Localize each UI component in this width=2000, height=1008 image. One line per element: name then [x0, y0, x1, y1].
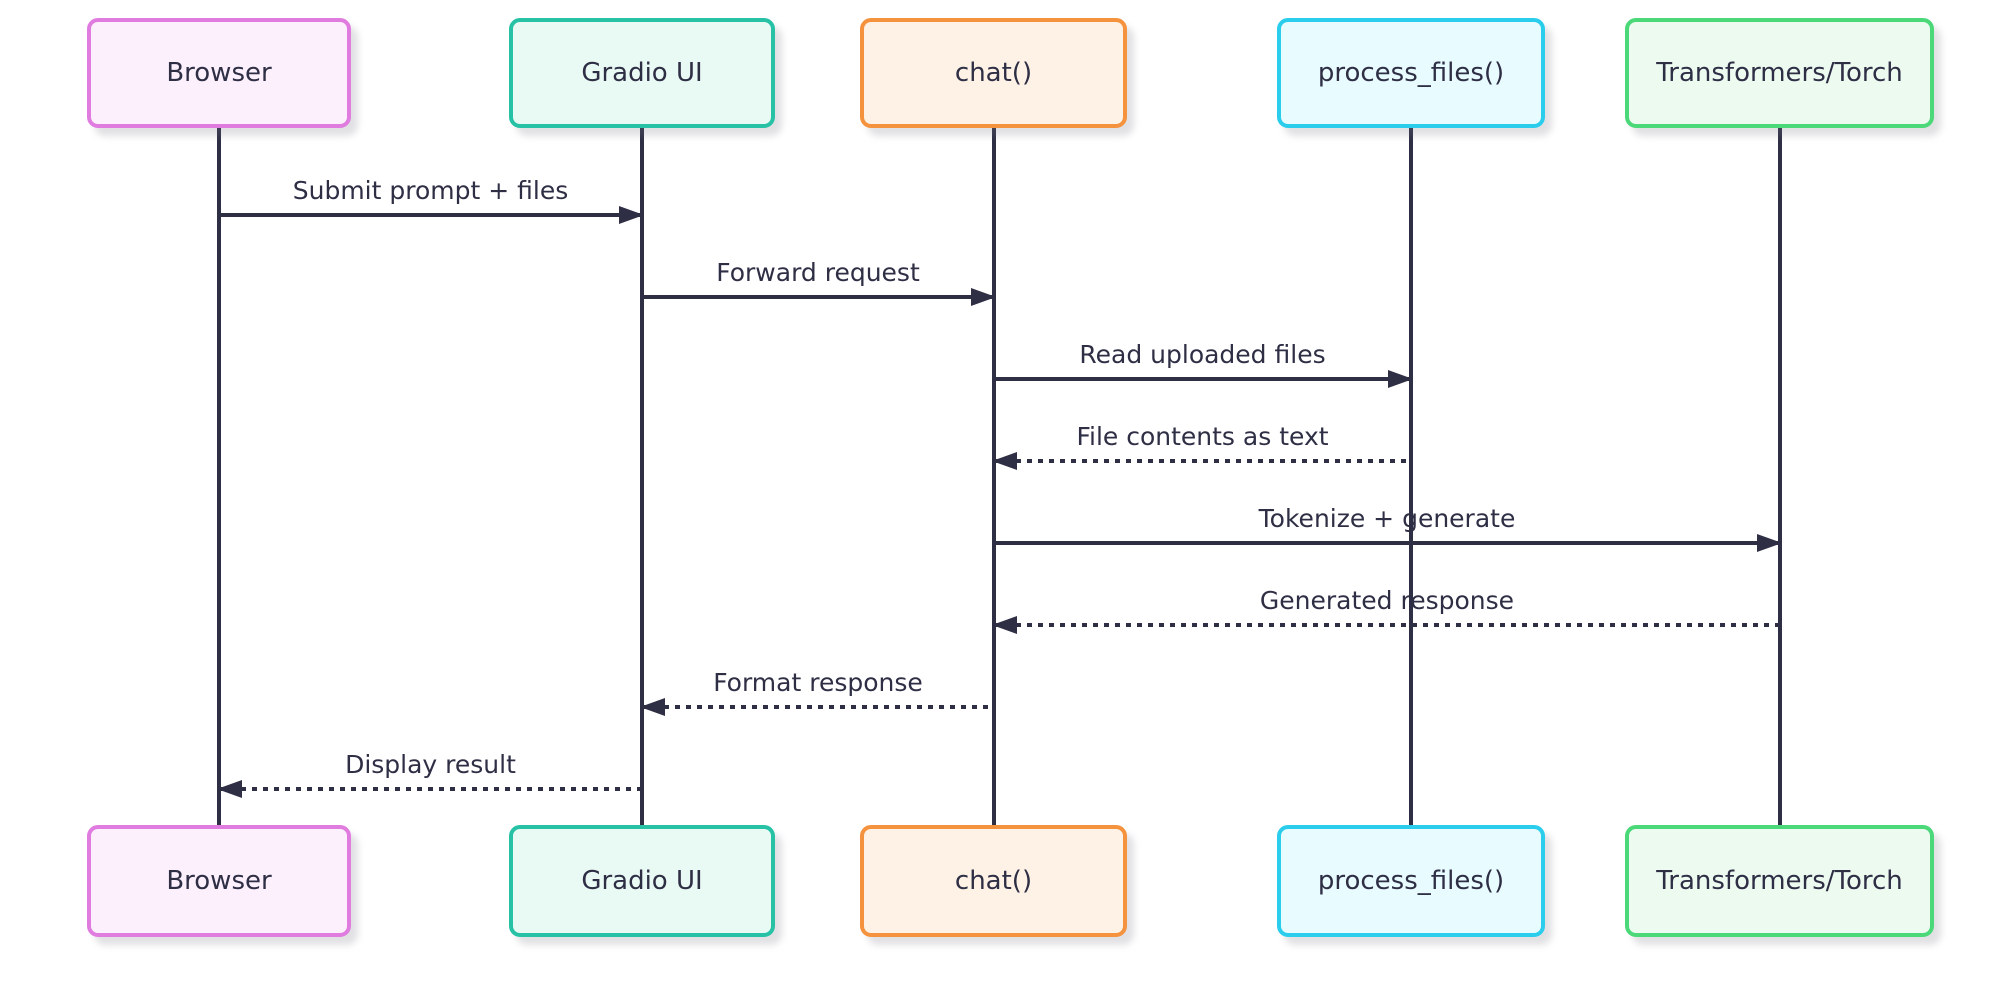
message-line — [642, 705, 994, 709]
message-tokenize-generate: Tokenize + generate — [994, 485, 1782, 552]
message-format-response: Format response — [640, 649, 994, 716]
arrowhead-icon — [1757, 534, 1782, 552]
message-display-result: Display result — [217, 731, 642, 798]
actor-label: Browser — [166, 58, 272, 88]
message-file-contents-as-text: File contents as text — [992, 403, 1411, 470]
arrowhead-icon — [992, 616, 1017, 634]
actor-label: chat() — [954, 866, 1033, 896]
lifeline-chat — [992, 126, 996, 828]
actor-transformers-torch-bottom: Transformers/Torch — [1625, 825, 1934, 937]
message-label: Generated response — [1259, 586, 1515, 615]
message-label: Read uploaded files — [1079, 340, 1326, 369]
actor-label: process_files() — [1317, 866, 1505, 896]
message-line — [994, 623, 1780, 627]
message-forward-request: Forward request — [642, 239, 996, 306]
arrowhead-icon — [640, 698, 665, 716]
message-line — [642, 295, 994, 299]
arrowhead-icon — [619, 206, 644, 224]
message-submit-prompt-files: Submit prompt + files — [219, 157, 644, 224]
lifeline-process-files — [1409, 126, 1413, 828]
message-line — [219, 213, 642, 217]
arrowhead-icon — [992, 452, 1017, 470]
message-label: Format response — [713, 668, 923, 697]
actor-label: Gradio UI — [581, 58, 703, 88]
lifeline-transformers-torch — [1778, 126, 1782, 828]
lifeline-gradio-ui — [640, 126, 644, 828]
message-label: Display result — [345, 750, 516, 779]
actor-chat-top: chat() — [860, 18, 1127, 128]
actor-transformers-torch-top: Transformers/Torch — [1625, 18, 1934, 128]
actor-process-files-bottom: process_files() — [1277, 825, 1545, 937]
message-line — [994, 459, 1411, 463]
actor-browser-bottom: Browser — [87, 825, 351, 937]
message-label: Tokenize + generate — [1258, 504, 1516, 533]
arrowhead-icon — [971, 288, 996, 306]
message-label: Submit prompt + files — [292, 176, 569, 205]
actor-label: Browser — [166, 866, 272, 896]
actor-label: process_files() — [1317, 58, 1505, 88]
message-generated-response: Generated response — [992, 567, 1780, 634]
actor-label: Gradio UI — [581, 866, 703, 896]
message-label: File contents as text — [1076, 422, 1329, 451]
arrowhead-icon — [217, 780, 242, 798]
actor-label: Transformers/Torch — [1656, 58, 1903, 88]
message-line — [994, 377, 1411, 381]
actor-gradio-ui-top: Gradio UI — [509, 18, 775, 128]
actor-label: chat() — [954, 58, 1033, 88]
actor-browser-top: Browser — [87, 18, 351, 128]
message-line — [219, 787, 642, 791]
message-line — [994, 541, 1780, 545]
message-label: Forward request — [716, 258, 920, 287]
lifeline-browser — [217, 126, 221, 828]
actor-gradio-ui-bottom: Gradio UI — [509, 825, 775, 937]
actor-process-files-top: process_files() — [1277, 18, 1545, 128]
arrowhead-icon — [1388, 370, 1413, 388]
actor-chat-bottom: chat() — [860, 825, 1127, 937]
message-read-uploaded-files: Read uploaded files — [994, 321, 1413, 388]
actor-label: Transformers/Torch — [1656, 866, 1903, 896]
